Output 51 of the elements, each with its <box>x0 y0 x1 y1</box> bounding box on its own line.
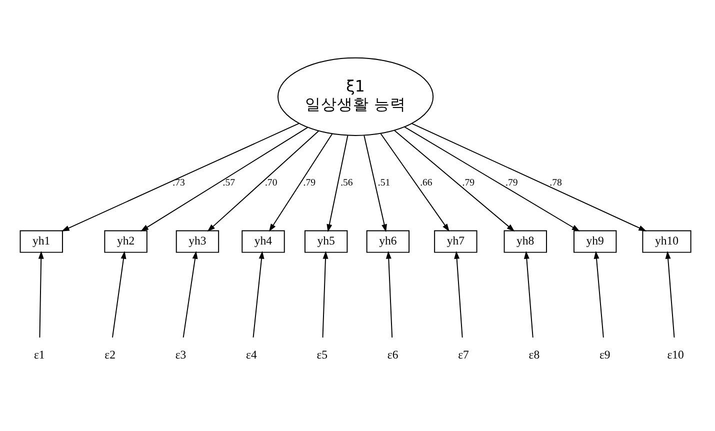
arrow <box>112 250 126 338</box>
node-box: yh9 <box>574 230 617 253</box>
arrow <box>61 122 300 232</box>
arrow <box>140 126 308 232</box>
arrow <box>665 250 675 338</box>
node-text: ε4 <box>246 348 257 362</box>
arrow <box>182 250 198 338</box>
arrow <box>207 130 319 232</box>
arrow <box>524 250 534 338</box>
node-box: yh8 <box>504 230 547 253</box>
node-box: yh5 <box>304 230 348 253</box>
arrow <box>326 135 348 232</box>
edge-label: .51 <box>378 178 390 189</box>
node-box: yh1 <box>20 230 63 253</box>
node-text: ε8 <box>528 348 540 362</box>
node-text: ε7 <box>458 348 469 362</box>
arrow <box>322 250 328 338</box>
node-text: ε6 <box>387 348 398 362</box>
node-text: ε5 <box>316 348 328 362</box>
node-box: yh3 <box>176 230 220 253</box>
edge-label: .73 <box>172 178 185 189</box>
arrow <box>380 133 450 232</box>
arrow <box>411 123 647 232</box>
arrow <box>252 250 264 338</box>
edge-label: .70 <box>264 178 278 189</box>
arrow <box>454 250 463 338</box>
node-text: ε3 <box>175 348 186 362</box>
edge-label: .57 <box>222 178 236 189</box>
edge-label: .79 <box>506 178 518 189</box>
arrow <box>404 126 580 232</box>
edge-label: .66 <box>420 178 432 189</box>
node-text: ε10 <box>667 348 684 362</box>
node-ellipse: ξ1 일상생활 능력 <box>277 57 434 136</box>
arrow <box>364 135 387 232</box>
arrow <box>386 250 393 338</box>
edge-label: .56 <box>340 178 353 189</box>
node-text: ε1 <box>34 348 45 362</box>
node-text: ε9 <box>599 348 610 362</box>
node-box: yh2 <box>104 230 148 253</box>
edge-label: .79 <box>303 178 316 189</box>
arrow <box>394 130 515 232</box>
arrow <box>268 133 333 232</box>
edge-label: .78 <box>550 178 562 189</box>
node-box: yh7 <box>434 230 478 253</box>
node-box: yh4 <box>242 230 285 253</box>
node-box: yh6 <box>366 230 410 253</box>
node-box: yh10 <box>642 230 692 253</box>
arrow <box>594 250 604 338</box>
node-text: ε2 <box>104 348 116 362</box>
arrow <box>38 250 44 338</box>
edge-label: .79 <box>462 178 475 189</box>
